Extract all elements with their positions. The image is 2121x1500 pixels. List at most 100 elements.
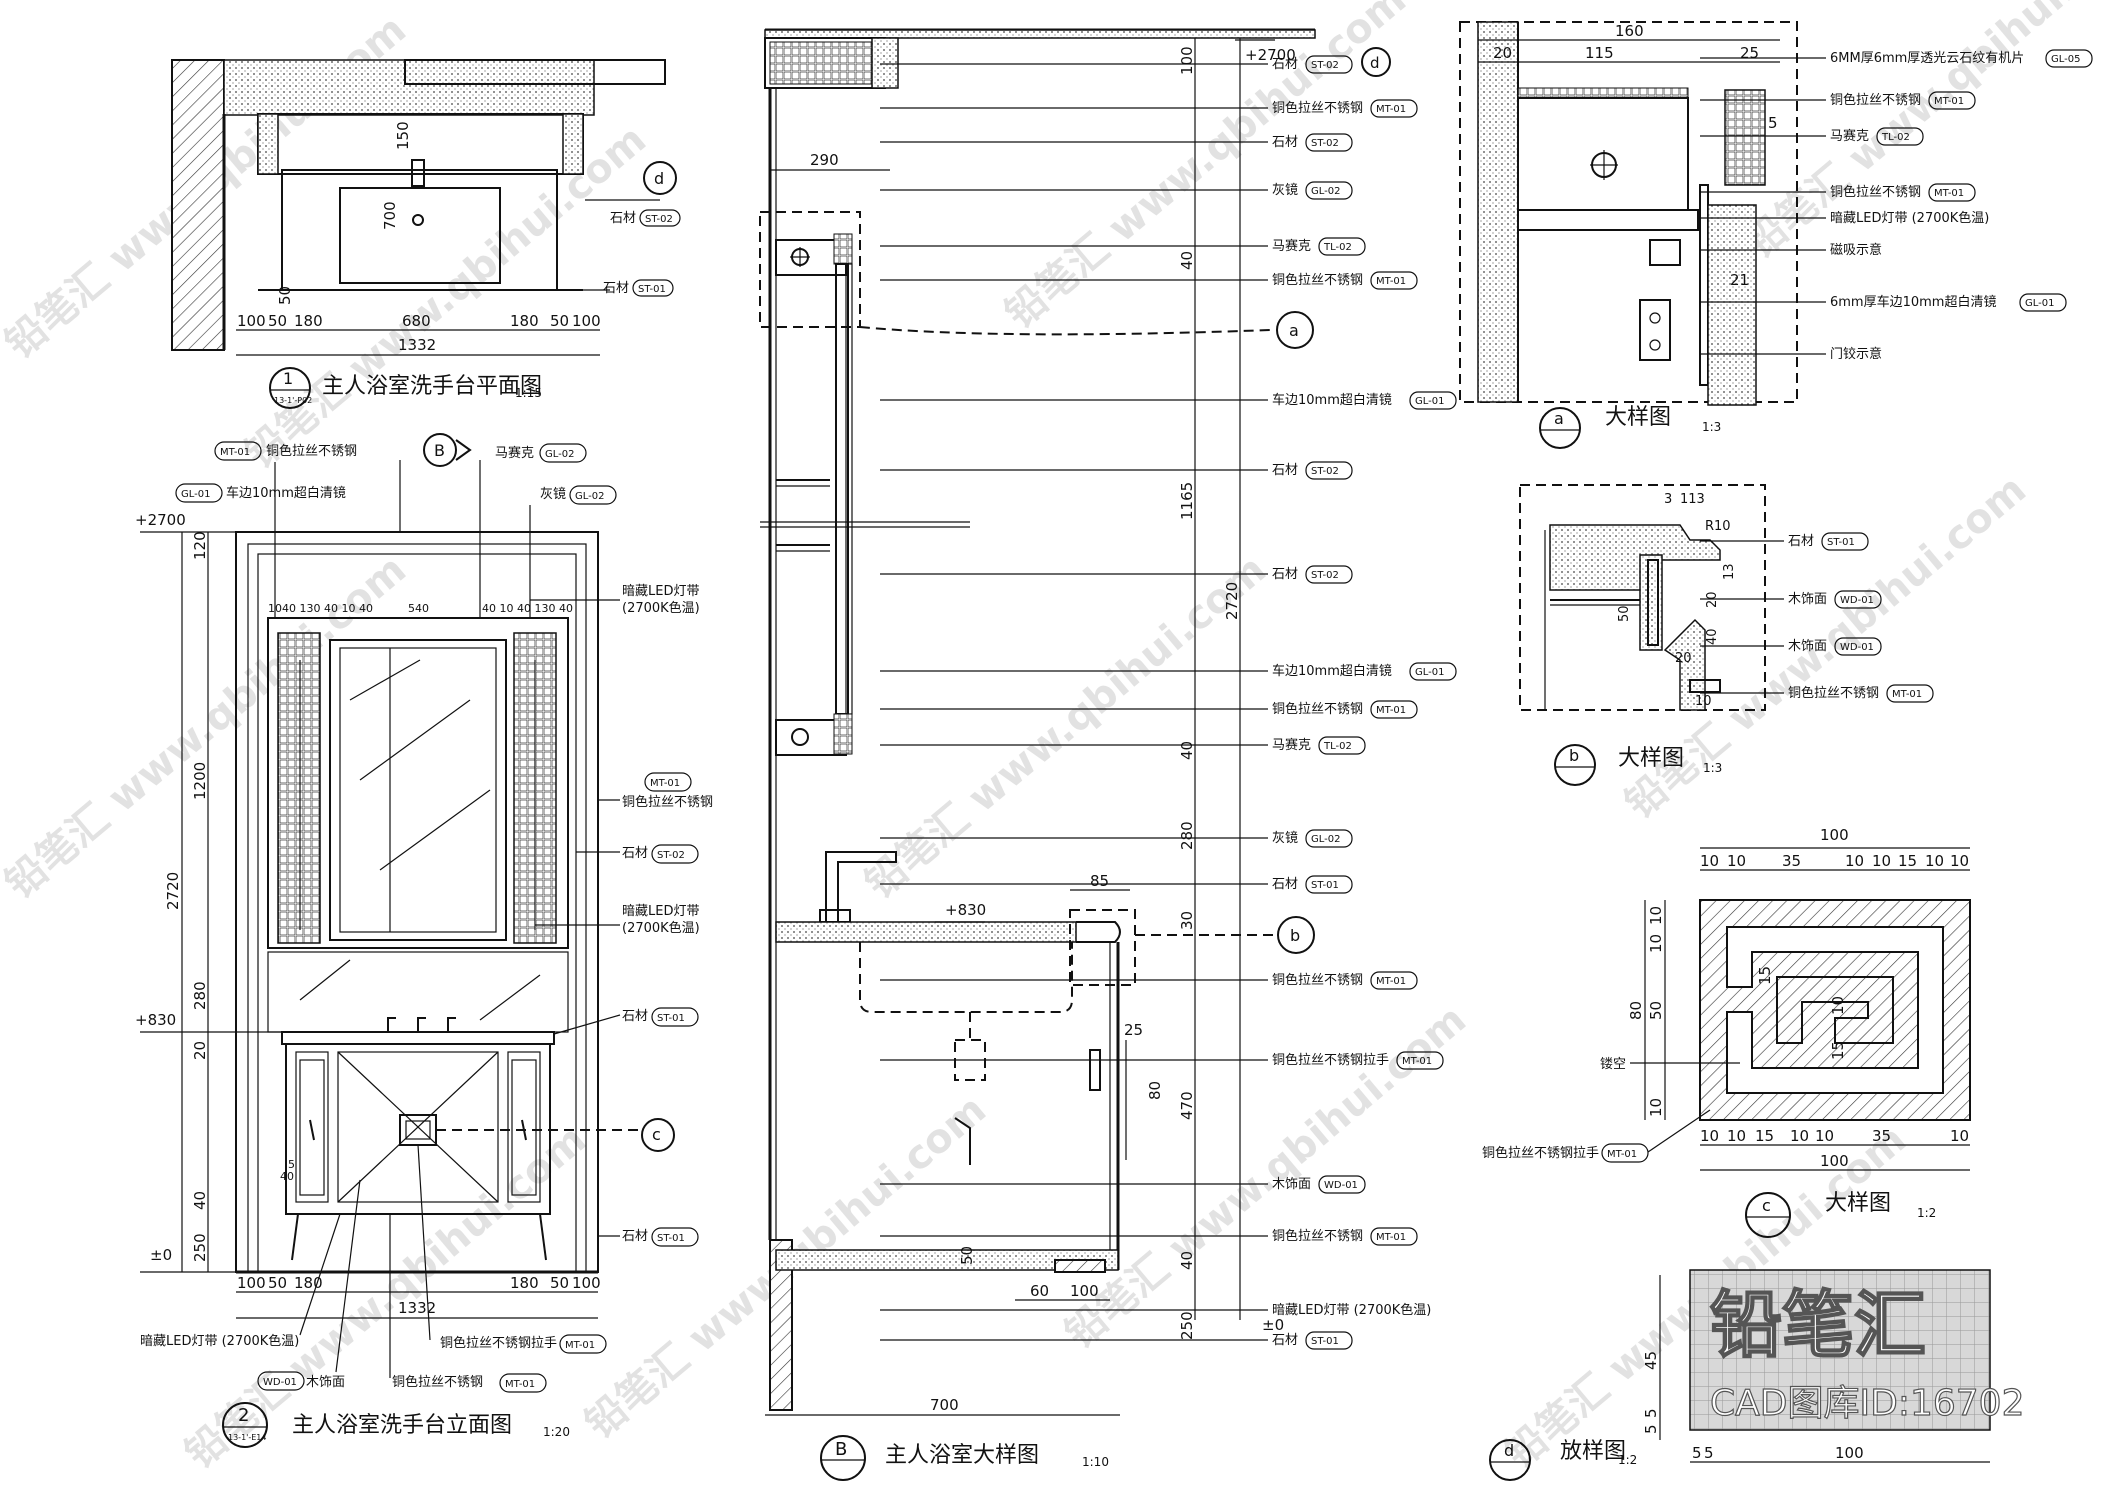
dim: 10 bbox=[1727, 1127, 1746, 1145]
cad-id: CAD图库ID:16702 bbox=[1710, 1383, 2024, 1424]
material-tag: MT-01 bbox=[1376, 104, 1406, 115]
material-tag: MT-01 bbox=[1376, 705, 1406, 716]
dim: 470 bbox=[1178, 1091, 1196, 1120]
material-label: 车边10mm超白清镜 bbox=[1272, 392, 1392, 408]
dim: 1165 bbox=[1178, 482, 1196, 520]
material-label: 木饰面 bbox=[1788, 592, 1827, 607]
dim-total: 1332 bbox=[398, 336, 436, 354]
dim: 5 bbox=[1768, 114, 1778, 132]
detail-callout-d bbox=[643, 161, 677, 195]
cabinet-door-left bbox=[295, 1051, 329, 1203]
material-tag: MT-01 bbox=[1934, 188, 1964, 199]
material-label: 门铰示意 bbox=[1830, 346, 1882, 362]
dim: 180 bbox=[294, 312, 323, 330]
detail-b: 3 113 R10 13 50 20 40 20 10 bbox=[1519, 484, 1766, 711]
detail-frame bbox=[1519, 484, 1766, 711]
dim: 80 bbox=[1146, 1081, 1164, 1100]
material-label: 铜色拉丝不锈钢拉手 bbox=[440, 1335, 557, 1351]
material-tag: MT-01 bbox=[1607, 1149, 1637, 1160]
dim: 5 bbox=[288, 1158, 295, 1171]
dim: 115 bbox=[1585, 44, 1614, 62]
material-label: 车边10mm超白清镜 bbox=[226, 485, 346, 501]
dim-total: 80 bbox=[1627, 1001, 1645, 1020]
material-label: 马赛克 bbox=[495, 445, 534, 461]
dim: 100 bbox=[1835, 1444, 1864, 1462]
drain-icon bbox=[412, 214, 424, 226]
column-right bbox=[562, 113, 584, 175]
material-tag: MT-01 bbox=[1934, 96, 1964, 107]
material-label: 暗藏LED灯带 bbox=[622, 904, 699, 919]
basin bbox=[859, 942, 1073, 1013]
detail-a-title: a 大样图 1:3 bbox=[1539, 405, 1721, 449]
dim: 180 bbox=[294, 1274, 323, 1292]
dim: 113 bbox=[1680, 492, 1705, 507]
material-label: 石材 bbox=[1788, 534, 1814, 549]
material-label: 6mm厚车边10mm超白清镜 bbox=[1830, 294, 1996, 310]
material-label: 铜色拉丝不锈钢 bbox=[1272, 701, 1363, 717]
material-label: 灰镜 bbox=[540, 487, 566, 502]
material-label: 石材 bbox=[1272, 135, 1298, 150]
material-label: 石材 bbox=[610, 211, 636, 226]
dim: 40 bbox=[280, 1170, 294, 1183]
dim: 40 bbox=[1178, 251, 1196, 270]
drawing-number: 2 bbox=[238, 1405, 249, 1426]
material-tag: ST-01 bbox=[638, 284, 666, 295]
material-label: 木饰面 bbox=[1272, 1177, 1311, 1192]
dim: 50 bbox=[276, 286, 294, 305]
dim: 150 bbox=[394, 121, 412, 150]
cabinet-door-right bbox=[507, 1051, 541, 1203]
material-tag: GL-01 bbox=[181, 489, 210, 500]
dim: 15 bbox=[1755, 1127, 1774, 1145]
material-label-sub: (2700K色温) bbox=[622, 600, 700, 616]
material-tag: ST-02 bbox=[657, 850, 685, 861]
material-label: 磁吸示意 bbox=[1830, 242, 1882, 258]
dim: 50 bbox=[958, 1246, 976, 1265]
drawing-title: 大样图 bbox=[1618, 746, 1684, 771]
hinge-icon bbox=[1639, 299, 1671, 361]
drawing-scale: 1:15 bbox=[515, 386, 542, 400]
drawing-number-circle bbox=[269, 367, 311, 409]
material-tag: ST-02 bbox=[645, 214, 673, 225]
material-tag: MT-01 bbox=[1402, 1056, 1432, 1067]
dim: 15 bbox=[1829, 1041, 1847, 1060]
level-mid: +830 bbox=[135, 1011, 176, 1029]
dim: 50 bbox=[268, 1274, 287, 1292]
dim: 10 bbox=[1815, 1127, 1834, 1145]
dim: 10 bbox=[1950, 852, 1969, 870]
section-view: a b +2700 +830 ±0 290 85 700 60 100 25 8… bbox=[759, 28, 1391, 1416]
dim: 10 bbox=[1872, 852, 1891, 870]
dim: 280 bbox=[191, 981, 209, 1010]
material-tag: WD-01 bbox=[1840, 595, 1874, 606]
dim: 10 bbox=[1829, 996, 1847, 1015]
material-tag: GL-01 bbox=[2025, 298, 2054, 309]
material-tag: MT-01 bbox=[565, 1340, 595, 1351]
material-tag: GL-01 bbox=[1415, 396, 1444, 407]
watermark: 铅笔汇 www.qbihui.com bbox=[857, 546, 1275, 907]
material-tag: MT-01 bbox=[1376, 1232, 1406, 1243]
detail-c-title: c 大样图 1:2 bbox=[1745, 1191, 1936, 1238]
dim-total: 1332 bbox=[398, 1299, 436, 1317]
drawing-number-circle bbox=[222, 1402, 268, 1448]
dim: 180 bbox=[510, 1274, 539, 1292]
dim: 45 bbox=[1642, 1351, 1660, 1370]
dim: 1200 bbox=[191, 762, 209, 800]
dim: 30 bbox=[1178, 911, 1196, 930]
material-label: 铜色拉丝不锈钢 bbox=[266, 443, 357, 459]
material-tag: TL-02 bbox=[1323, 242, 1352, 253]
callout-letter: d bbox=[1370, 54, 1380, 72]
material-tag: ST-01 bbox=[1311, 1336, 1339, 1347]
dim: 35 bbox=[1782, 852, 1801, 870]
dim: 60 bbox=[1030, 1282, 1049, 1300]
material-tag: ST-02 bbox=[1311, 60, 1339, 71]
material-label: 镂空 bbox=[1600, 1057, 1626, 1072]
drawing-scale: 1:10 bbox=[1082, 1455, 1109, 1469]
material-label: 车边10mm超白清镜 bbox=[1272, 663, 1392, 679]
material-label: 石材 bbox=[1272, 567, 1298, 582]
material-label: 铜色拉丝不锈钢 bbox=[1830, 184, 1921, 200]
dim: 280 bbox=[1178, 821, 1196, 850]
material-label: 暗藏LED灯带 bbox=[622, 584, 699, 599]
material-tag: MT-01 bbox=[1376, 976, 1406, 987]
detail-callout-box-a bbox=[759, 211, 861, 328]
